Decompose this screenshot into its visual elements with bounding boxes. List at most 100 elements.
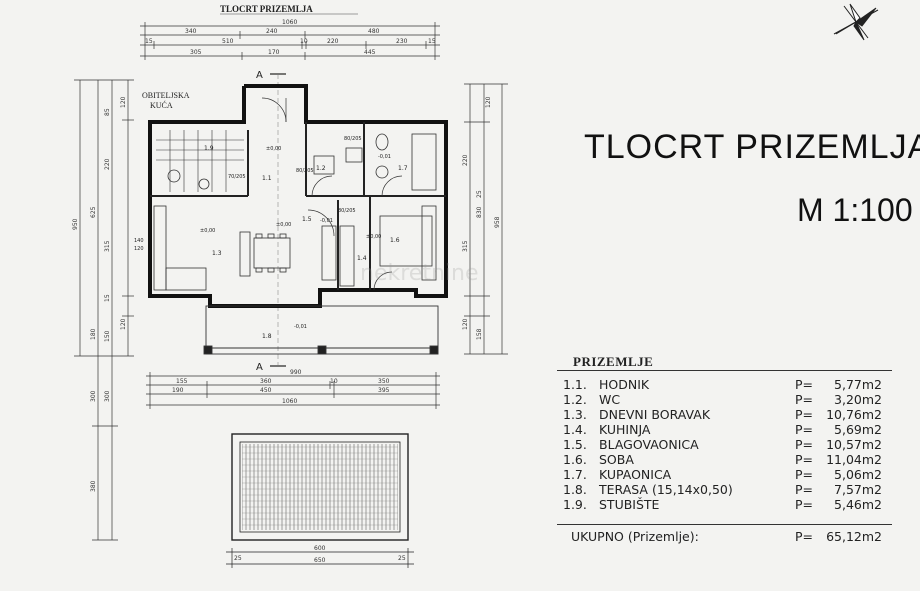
dim-bottom-450: 450 [260,387,272,394]
area-prefix: P= [795,497,814,512]
room-number-1-7: 1.7 [398,165,408,172]
dim-top-15b: 15 [428,38,436,45]
dim-bottom-360: 360 [260,378,272,385]
dim-left-85: 85 [104,108,111,116]
roof-plan [226,433,414,568]
dim-top-305: 305 [190,49,202,56]
dim-right-158: 158 [476,328,483,340]
dim-top-170: 170 [268,49,280,56]
house-label-line1: OBITELJSKA [142,91,190,100]
furniture [153,133,437,291]
side-dim-120: 120 [134,246,144,252]
legend-row: 1.6. SOBA P= 11,04m2 [557,452,892,467]
dim-bottom-350: 350 [378,378,390,385]
dim-bottom-190: 190 [172,387,184,394]
room-number-1-1: 1.1 [262,175,272,182]
dim-top-510: 510 [222,38,234,45]
room-area: 10,57m2 [826,437,882,452]
level-hallway: ±0,00 [266,146,281,152]
dim-bottom-10: 10 [330,378,338,385]
interior-walls [150,122,446,290]
room-area: 3,20m2 [834,392,882,407]
dim-top-480: 480 [368,28,380,35]
room-name: STUBIŠTE [599,497,660,512]
dim-right-220: 220 [462,154,469,166]
dim-top-240: 240 [266,28,278,35]
door-tag-3: 80/205 [344,136,362,142]
bottom-dimensions [146,372,440,409]
room-no: 1.3. [563,407,587,422]
legend-total-row: UKUPNO (Prizemlje): P= 65,12m2 [557,529,892,544]
right-dimensions [464,83,508,355]
dim-bottom-990: 990 [290,369,302,376]
room-no: 1.8. [563,482,587,497]
total-area: 65,12m2 [826,529,882,544]
dim-top-230: 230 [396,38,408,45]
room-no: 1.7. [563,467,587,482]
room-number-1-4: 1.4 [357,255,367,262]
level-bath: -0,01 [320,218,333,224]
area-prefix: P= [795,437,814,452]
section-marker-top: A [256,70,263,81]
legend-row: 1.3. DNEVNI BORAVAK P= 10,76m2 [557,407,892,422]
legend-row: 1.1. HODNIK P= 5,77m2 [557,377,892,392]
dim-top-340: 340 [185,28,197,35]
legend-row: 1.7. KUPAONICA P= 5,06m2 [557,467,892,482]
room-no: 1.1. [563,377,587,392]
room-name: DNEVNI BORAVAK [599,407,711,422]
room-number-1-2: 1.2 [316,165,326,172]
area-prefix: P= [795,467,814,482]
room-number-1-3: 1.3 [212,250,222,257]
room-area: 7,57m2 [834,482,882,497]
legend-heading: PRIZEMLJE [573,354,654,369]
dim-right-830: 830 [476,206,483,218]
legend-divider [557,524,892,525]
roof-dim-25a: 25 [234,555,242,562]
dim-bottom-155: 155 [176,378,188,385]
terrace [203,305,439,355]
room-area: 11,04m2 [826,452,882,467]
dim-left-380: 380 [90,480,97,492]
house-label-line2: KUĆA [150,100,173,110]
top-dimensions [140,22,440,60]
drawing-title: TLOCRT PRIZEMLJA [584,128,920,166]
left-dimensions [74,79,134,541]
north-arrow-icon [833,3,879,41]
room-number-1-9: 1.9 [204,145,214,152]
legend-row: 1.9. STUBIŠTE P= 5,46m2 [557,497,892,512]
dim-left-180: 180 [90,328,97,340]
staircase [156,130,244,192]
room-area: 5,77m2 [834,377,882,392]
door-tag-1: 80/205 [296,168,314,174]
roof-dim-25b: 25 [398,555,406,562]
level-wc: -0,01 [378,154,391,160]
dim-left-120b: 120 [120,318,127,330]
legend-row: 1.4. KUHINJA P= 5,69m2 [557,422,892,437]
dim-left-625: 625 [90,206,97,218]
dim-right-315: 315 [462,240,469,252]
room-name: KUHINJA [599,422,651,437]
legend-row: 1.5. BLAGOVAONICA P= 10,57m2 [557,437,892,452]
dim-top-1060: 1060 [282,19,297,26]
area-prefix: P= [795,452,814,467]
door-tag-2: 80/205 [338,208,356,214]
dim-left-15: 15 [104,294,111,302]
legend-header: PRIZEMLJE [557,352,892,371]
roof-dim-650: 650 [314,557,326,564]
dim-top-15a: 15 [145,38,153,45]
area-prefix: P= [795,422,814,437]
dim-right-958: 958 [494,216,501,228]
dim-bottom-1060: 1060 [282,398,297,405]
area-prefix: P= [795,482,814,497]
dim-left-220: 220 [104,158,111,170]
dim-right-120b: 120 [462,318,469,330]
drawing-header-title: TLOCRT PRIZEMLJA [220,4,313,14]
dim-right-120: 120 [485,96,492,108]
room-area: 5,46m2 [834,497,882,512]
level-terrace: -0,01 [294,324,307,330]
room-number-1-6: 1.6 [390,237,400,244]
level-room: ±0,00 [366,234,381,240]
exterior-walls [148,84,448,308]
dim-top-220: 220 [327,38,339,45]
